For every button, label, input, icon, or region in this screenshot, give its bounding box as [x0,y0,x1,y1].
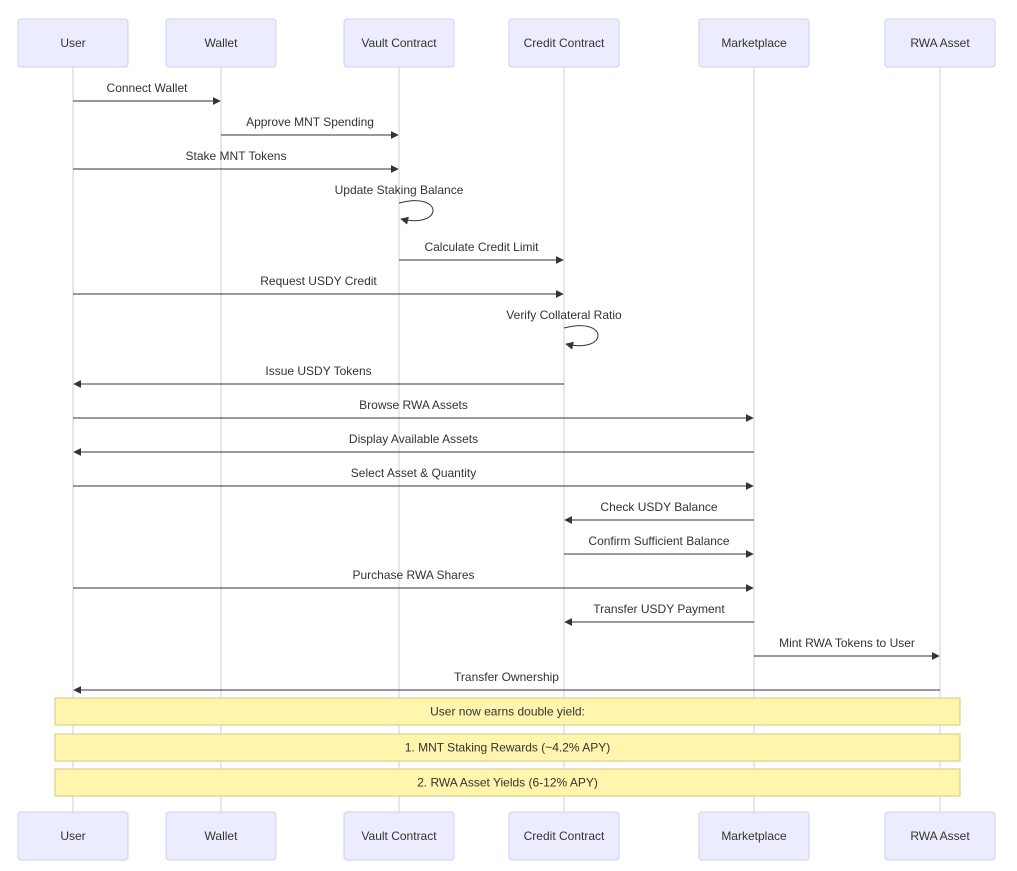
actor-box [17,18,129,68]
note-text: 2. RWA Asset Yields (6-12% APY) [417,776,598,790]
actor-box [17,811,129,861]
message-label: Stake MNT Tokens [186,149,287,163]
actor-vault-bottom: Vault Contract [343,811,455,861]
message-label: Check USDY Balance [600,500,717,514]
actor-box [165,811,277,861]
message: Calculate Credit Limit [399,240,564,264]
actor-label: Marketplace [721,36,787,50]
message-label: Transfer USDY Payment [593,602,725,616]
message: Stake MNT Tokens [73,149,399,173]
message-label: Mint RWA Tokens to User [779,636,915,650]
message-label: Request USDY Credit [260,274,377,288]
note: 1. MNT Staking Rewards (~4.2% APY) [54,733,961,762]
message-label: Display Available Assets [349,432,478,446]
note-box [54,697,961,726]
message-label: Verify Collateral Ratio [506,308,622,322]
actor-label: User [60,36,85,50]
actor-box [698,18,810,68]
message: Issue USDY Tokens [73,364,564,388]
actor-label: Credit Contract [524,36,605,50]
actor-label: User [60,829,85,843]
actor-label: Wallet [205,36,239,50]
actor-rwa-bottom: RWA Asset [884,811,996,861]
actor-credit-bottom: Credit Contract [508,811,620,861]
actor-label: RWA Asset [910,829,970,843]
actor-user-bottom: User [17,811,129,861]
message: Mint RWA Tokens to User [754,636,940,660]
actor-box [508,18,620,68]
note-text: User now earns double yield: [430,705,585,719]
actor-box [884,811,996,861]
note: User now earns double yield: [54,697,961,726]
actor-label: RWA Asset [910,36,970,50]
message: Connect Wallet [73,81,221,105]
message: Purchase RWA Shares [73,568,754,592]
actor-label: Credit Contract [524,829,605,843]
message: Browse RWA Assets [73,398,754,422]
actor-wallet-bottom: Wallet [165,811,277,861]
message-label: Calculate Credit Limit [424,240,539,254]
message-label: Issue USDY Tokens [265,364,371,378]
message-label: Connect Wallet [107,81,189,95]
message: Transfer Ownership [73,670,940,694]
self-message-arrow [563,325,599,350]
note-text: 1. MNT Staking Rewards (~4.2% APY) [405,741,611,755]
actor-market-bottom: Marketplace [698,811,810,861]
message: Request USDY Credit [73,274,564,298]
note: 2. RWA Asset Yields (6-12% APY) [54,768,961,797]
actor-vault-top: Vault Contract [343,18,455,68]
actor-box [698,811,810,861]
message: Confirm Sufficient Balance [564,534,754,558]
note-box [54,733,961,762]
actor-box [165,18,277,68]
message: Verify Collateral Ratio [506,308,622,350]
message-label: Confirm Sufficient Balance [588,534,730,548]
message-label: Browse RWA Assets [359,398,468,412]
message: Approve MNT Spending [221,115,399,139]
actor-label: Wallet [205,829,239,843]
actor-box [343,811,455,861]
message: Update Staking Balance [335,183,464,225]
message-label: Update Staking Balance [335,183,464,197]
self-message-arrow [398,200,434,225]
actor-credit-top: Credit Contract [508,18,620,68]
actor-market-top: Marketplace [698,18,810,68]
message-label: Transfer Ownership [454,670,559,684]
actor-label: Marketplace [721,829,787,843]
message-label: Approve MNT Spending [246,115,374,129]
actor-box [343,18,455,68]
actor-wallet-top: Wallet [165,18,277,68]
message-label: Select Asset & Quantity [351,466,476,480]
message-label: Purchase RWA Shares [352,568,474,582]
actor-label: Vault Contract [361,829,437,843]
note-box [54,768,961,797]
message: Select Asset & Quantity [73,466,754,490]
message: Display Available Assets [73,432,754,456]
message: Check USDY Balance [564,500,754,524]
actor-label: Vault Contract [361,36,437,50]
actor-box [508,811,620,861]
actor-user-top: User [17,18,129,68]
actor-rwa-top: RWA Asset [884,18,996,68]
message: Transfer USDY Payment [564,602,754,626]
actor-box [884,18,996,68]
